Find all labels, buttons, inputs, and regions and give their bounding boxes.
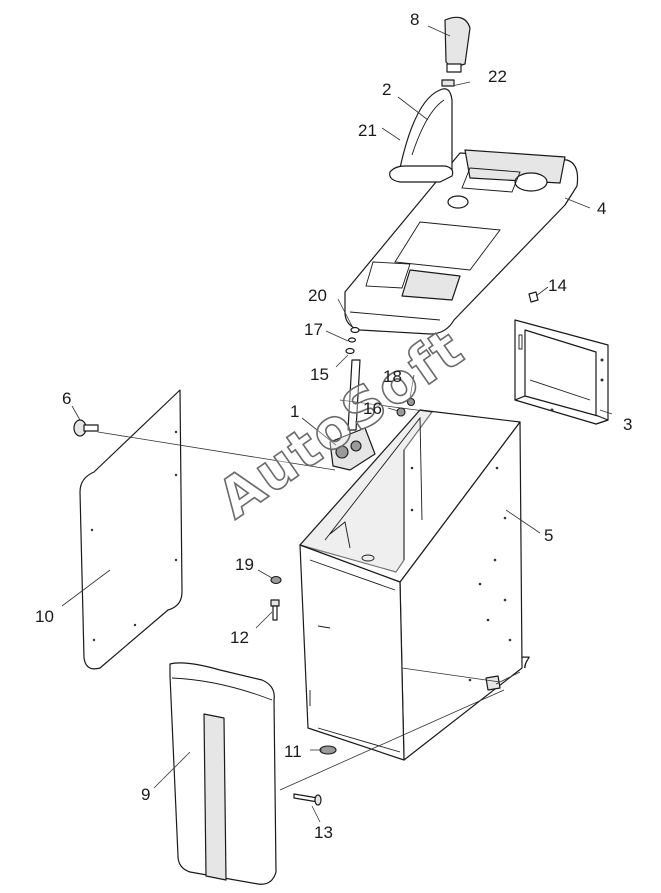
callout-label-8: 8 <box>410 10 419 29</box>
nut-part-11 <box>319 745 337 755</box>
callout-labels: 8 22 2 21 4 14 20 17 15 18 16 1 6 3 5 19… <box>35 10 632 842</box>
callout-label-17: 17 <box>304 320 323 339</box>
callout-label-12: 12 <box>230 628 249 647</box>
shift-mechanism-part-1 <box>329 427 376 471</box>
callout-label-9: 9 <box>141 785 150 804</box>
callout-label-7: 7 <box>521 653 530 672</box>
callout-label-11: 11 <box>284 742 302 761</box>
washer-part-20 <box>350 326 360 334</box>
callout-label-3: 3 <box>623 415 632 434</box>
cabinet-part-5 <box>299 409 523 761</box>
leader-lines <box>61 25 613 823</box>
nut-part-22 <box>441 79 455 87</box>
callout-label-1: 1 <box>290 402 299 421</box>
side-panel-part-10 <box>79 389 183 670</box>
bolt-part-14 <box>528 291 539 303</box>
callout-label-2: 2 <box>382 80 391 99</box>
washer-part-15 <box>345 347 355 355</box>
boot-ring-part-21 <box>389 165 454 183</box>
callout-label-6: 6 <box>62 389 71 408</box>
callout-label-13: 13 <box>314 823 333 842</box>
screw-part-13 <box>293 793 322 806</box>
screw-part-6 <box>73 419 99 437</box>
callout-label-15: 15 <box>310 365 329 384</box>
callout-label-16: 16 <box>363 399 382 418</box>
foot-part-7 <box>485 675 501 691</box>
callout-label-21: 21 <box>358 121 377 140</box>
gear-lever <box>347 359 361 431</box>
callout-label-18: 18 <box>383 367 402 386</box>
washer-part-17 <box>347 337 357 343</box>
bolt-part-12 <box>270 599 280 621</box>
callout-label-14: 14 <box>548 276 567 295</box>
callout-label-22: 22 <box>488 67 507 86</box>
console-top-part-4 <box>344 149 579 335</box>
fastener-part-18 <box>406 397 416 407</box>
bracket-part-3 <box>514 319 609 425</box>
washer-part-19 <box>270 575 282 585</box>
callout-label-4: 4 <box>597 199 606 218</box>
gear-boot-part-2 <box>399 88 453 174</box>
callout-label-20: 20 <box>308 286 327 305</box>
callout-label-10: 10 <box>35 607 54 626</box>
front-cover-part-9 <box>169 662 277 885</box>
callout-label-19: 19 <box>235 555 254 574</box>
callout-label-5: 5 <box>544 526 553 545</box>
shift-knob-part-8 <box>444 16 471 73</box>
